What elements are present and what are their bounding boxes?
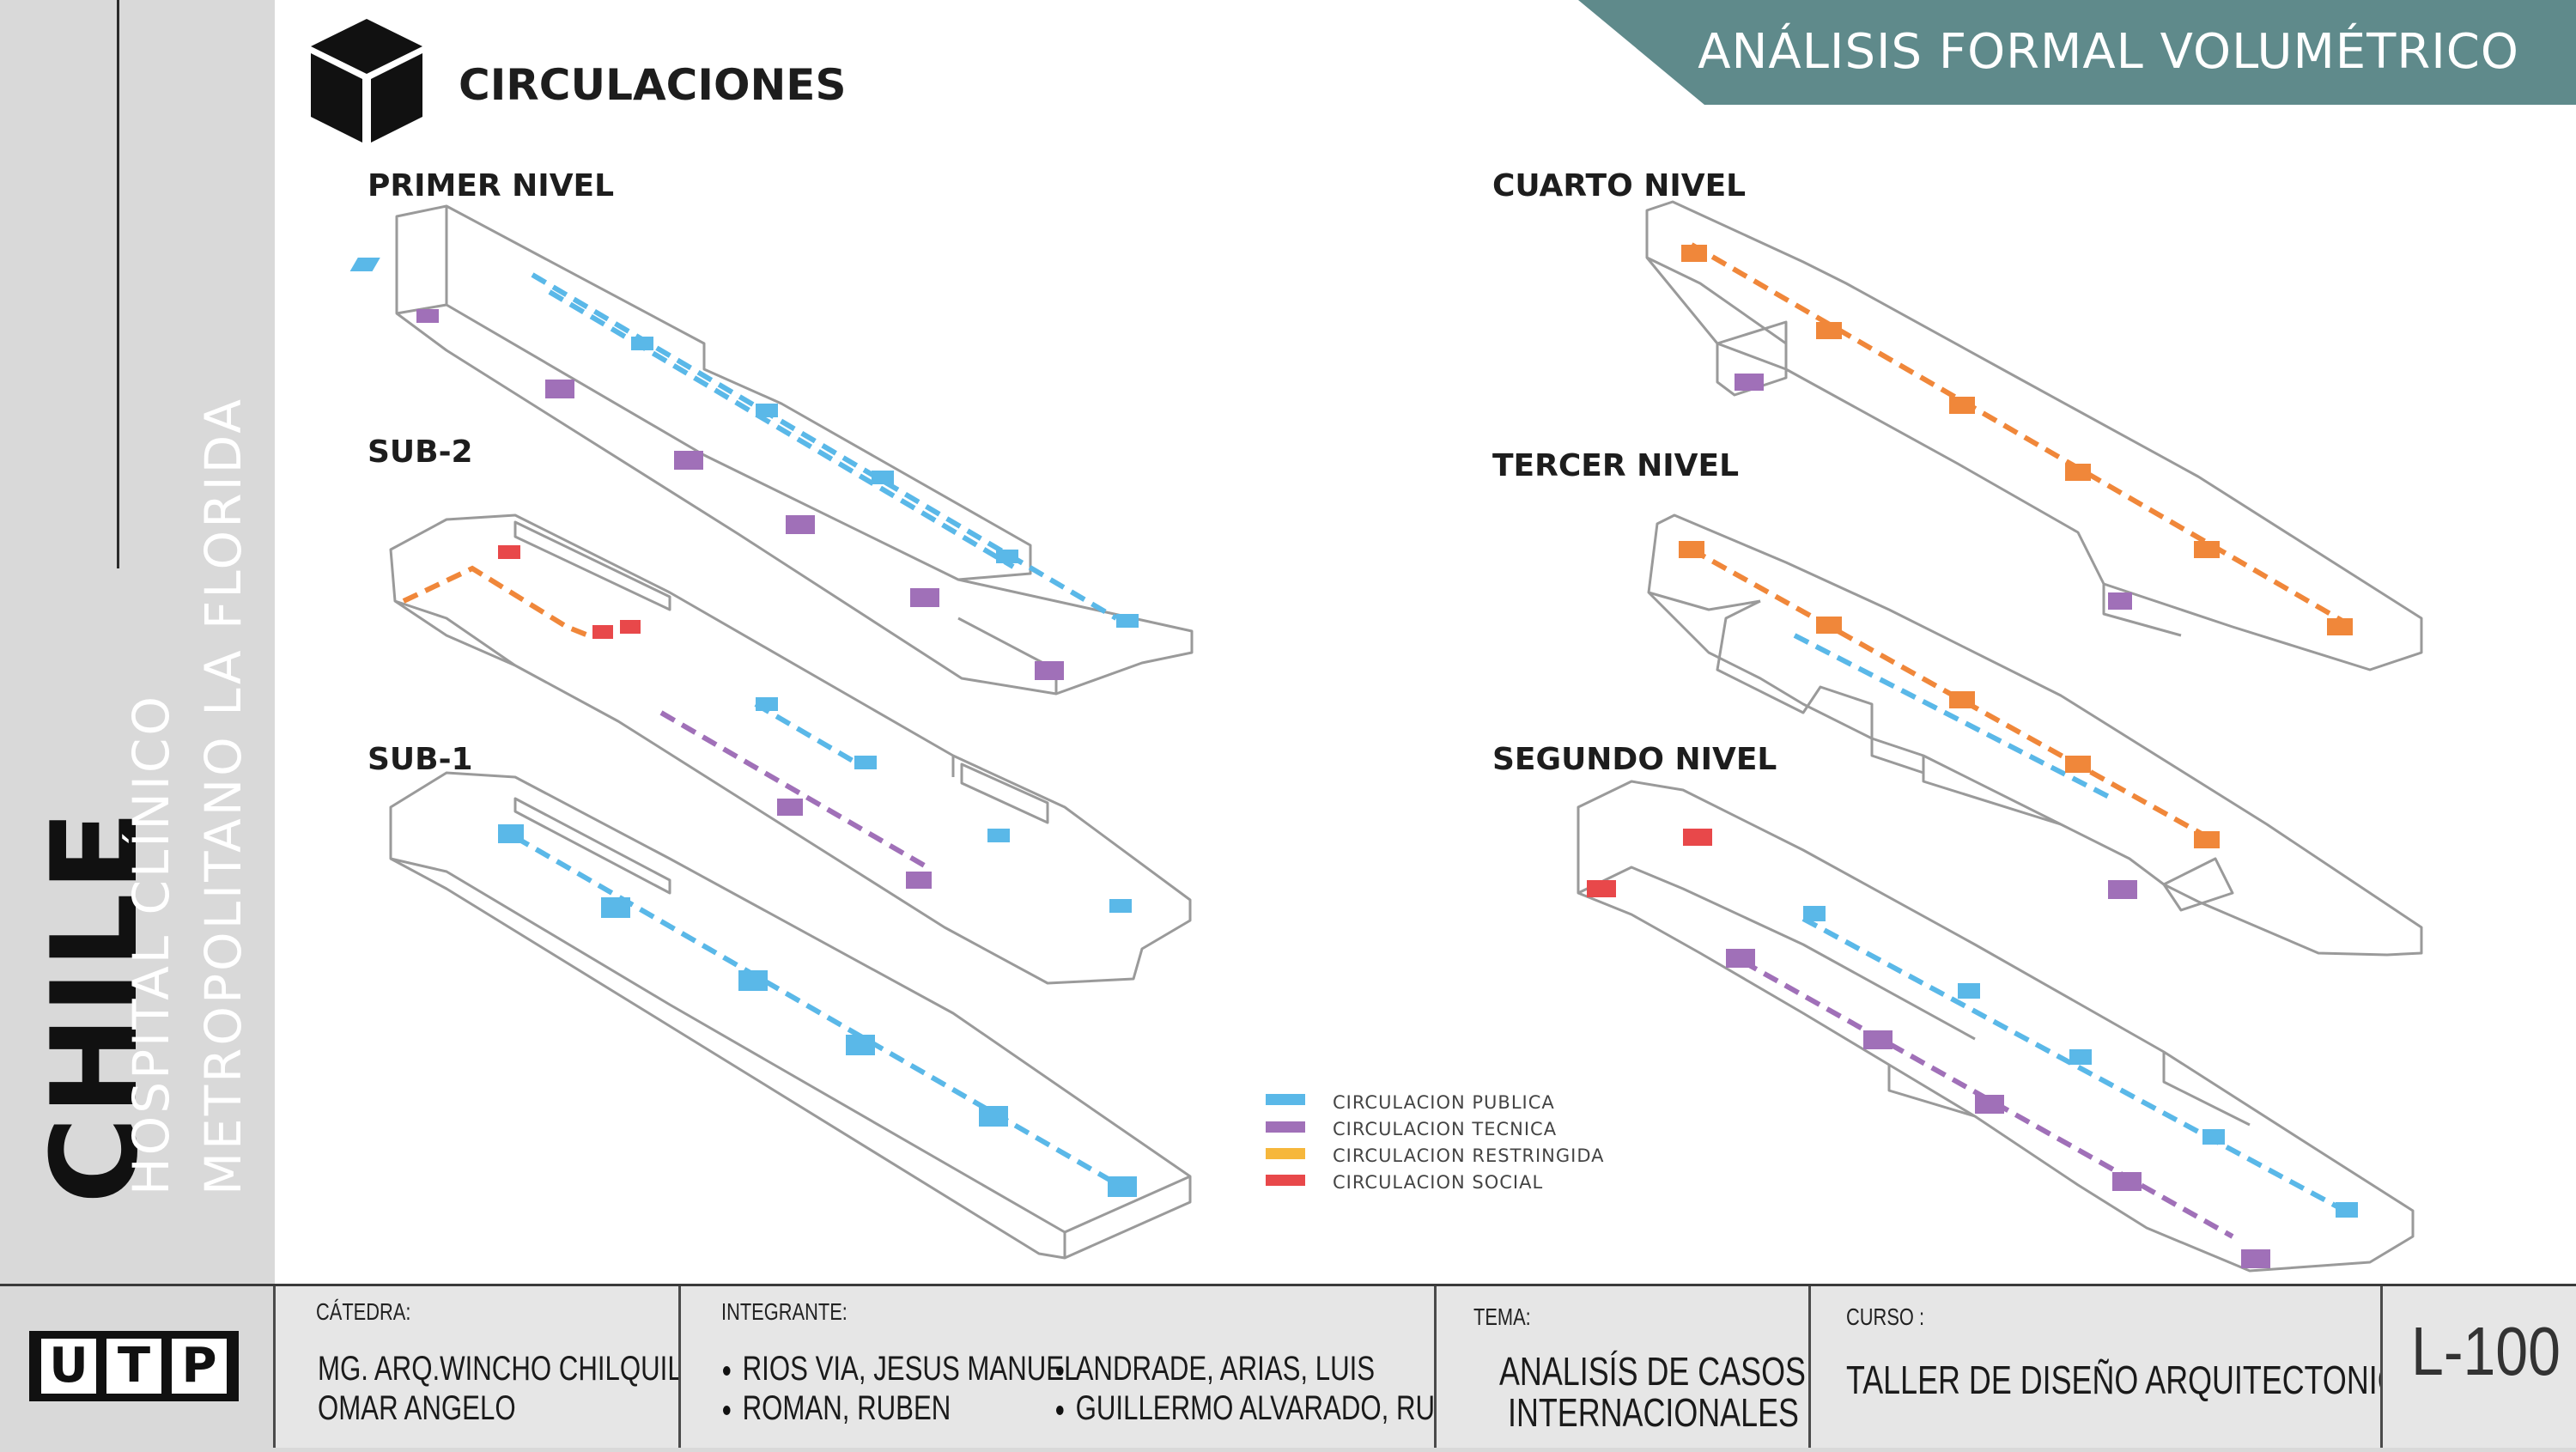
integrante-item: GUILLERMO ALVARADO, RUTH (1056, 1389, 1471, 1428)
tema-line1: ANALISÍS DE CASOS (1499, 1348, 1806, 1394)
integrante-item: ROMAN, RUBEN (723, 1389, 951, 1428)
legend-swatch-restringida (1266, 1148, 1305, 1159)
integrante-item: RIOS VIA, JESUS MANUEL (723, 1350, 1078, 1388)
legend-label-social: CIRCULACION SOCIAL (1333, 1172, 1543, 1193)
legend-swatch-tecnica (1266, 1121, 1305, 1133)
volume-sub-2 (391, 515, 1190, 983)
volume-primer-nivel (397, 206, 1192, 694)
circ-restringida (1679, 245, 2353, 848)
integrante-item: ANDRADE, ARIAS, LUIS (1056, 1350, 1375, 1388)
volume-segundo-nivel (1578, 781, 2413, 1271)
legend-label-publica: CIRCULACION PUBLICA (1333, 1092, 1555, 1113)
circ-publica (350, 258, 2358, 1218)
volume-tercer-nivel (1649, 515, 2421, 955)
curso-label: CURSO : (1846, 1303, 1924, 1331)
utp-logo: U T P (29, 1331, 239, 1401)
circulation-drawings (0, 0, 2576, 1284)
catedra-line1: MG. ARQ.WINCHO CHILQUILLO, (318, 1350, 726, 1388)
integrante-label: INTEGRANTE: (721, 1298, 848, 1326)
catedra-line2: OMAR ANGELO (318, 1389, 516, 1428)
legend-label-tecnica: CIRCULACION TECNICA (1333, 1119, 1557, 1139)
tema-label: TEMA: (1473, 1303, 1531, 1331)
tema-line2: INTERNACIONALES (1508, 1389, 1799, 1436)
legend-swatch-social (1266, 1175, 1305, 1186)
catedra-label: CÁTEDRA: (316, 1298, 410, 1326)
legend-label-restringida: CIRCULACION RESTRINGIDA (1333, 1145, 1605, 1166)
legend-swatch-publica (1266, 1094, 1305, 1105)
volume-sub-1 (391, 773, 1190, 1258)
sheet-code: L-100 (2411, 1312, 2561, 1391)
curso-value: TALLER DE DISEÑO ARQUITECTONICO IX (1846, 1357, 2461, 1403)
